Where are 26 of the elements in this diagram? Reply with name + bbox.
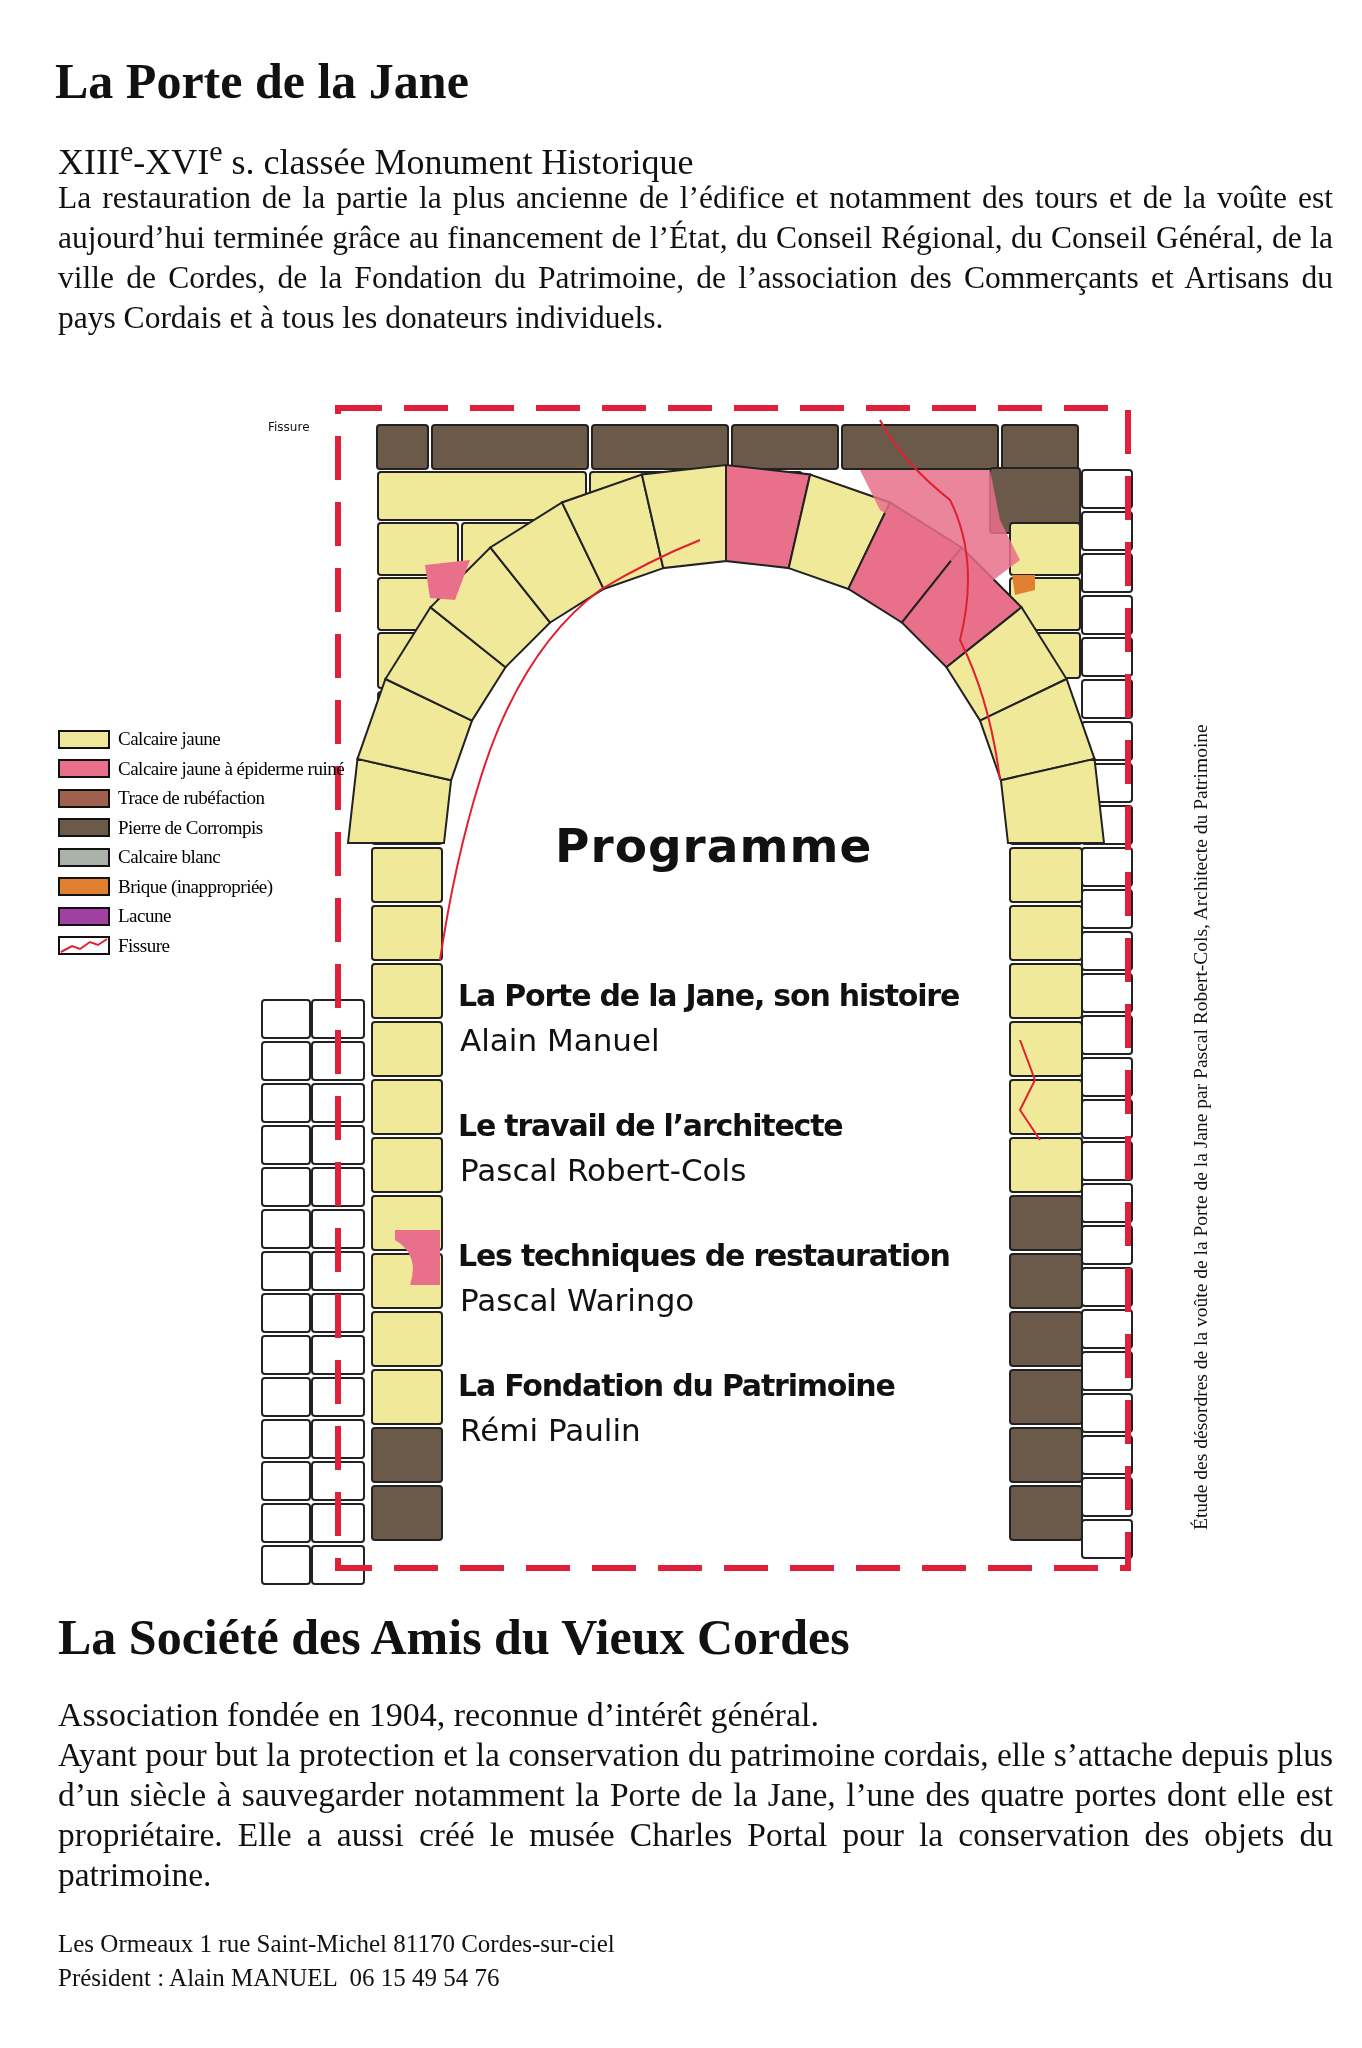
speaker-name: Pascal Waringo — [460, 1282, 695, 1318]
address-text: Les Ormeaux 1 rue Saint-Michel 81170 Cordes-sur-ciel — [58, 1930, 615, 1958]
contact-text: Président : Alain MANUEL 06 15 49 54 76 — [58, 1964, 500, 1992]
talk-title: La Porte de la Jane, son histoire — [458, 978, 960, 1013]
subtitle: XIII$^{e}$-XVI$^{e}$ s. classée Monument Historique — [58, 134, 694, 183]
legend-label: Fissure — [118, 934, 170, 957]
talk-title: Le travail de l’architecte — [458, 1108, 843, 1143]
legend-label: Brique (inappropriée) — [118, 875, 273, 898]
legend-label: Calcaire jaune à épiderme ruiné — [118, 757, 345, 780]
legend-label: Pierre de Corrompis — [118, 816, 263, 839]
drawing-credit: Étude des désordres de la voûte de la Porte de la Jane par Pascal Robert-Cols, Architecte du Patrimoine — [1190, 724, 1212, 1530]
legend-label: Lacune — [118, 905, 171, 927]
legend-label: Calcaire jaune — [118, 728, 221, 750]
speaker-name: Alain Manuel — [460, 1022, 660, 1058]
talk-title: La Fondation du Patrimoine — [458, 1368, 895, 1403]
speaker-name: Rémi Paulin — [460, 1412, 641, 1448]
association-paragraph: Ayant pour but la protection et la conservation du patrimoine cordais, elle s’attache depuis plus d’un siècle à sauvegarder notamment la Porte de la Jane, l’une des quatre portes dont elle est propriétaire. Elle a aussi créé le musée Charles Portal pour la conservation des objets du patrimoine. — [58, 1735, 1333, 1895]
section-heading: La Société des Amis du Vieux Cordes — [58, 1608, 850, 1666]
association-text: Association fondée en 1904, reconnue d’intérêt général. — [58, 1695, 820, 1735]
programme-heading: Programme — [555, 818, 873, 873]
speaker-name: Pascal Robert-Cols — [460, 1152, 747, 1188]
legend-label: Trace de rubéfaction — [118, 787, 265, 809]
legend-fragment-text: Fissure — [268, 420, 310, 434]
page-title: La Porte de la Jane — [55, 52, 469, 110]
talk-title: Les techniques de restauration — [458, 1238, 950, 1273]
legend-label: Calcaire blanc — [118, 846, 221, 868]
